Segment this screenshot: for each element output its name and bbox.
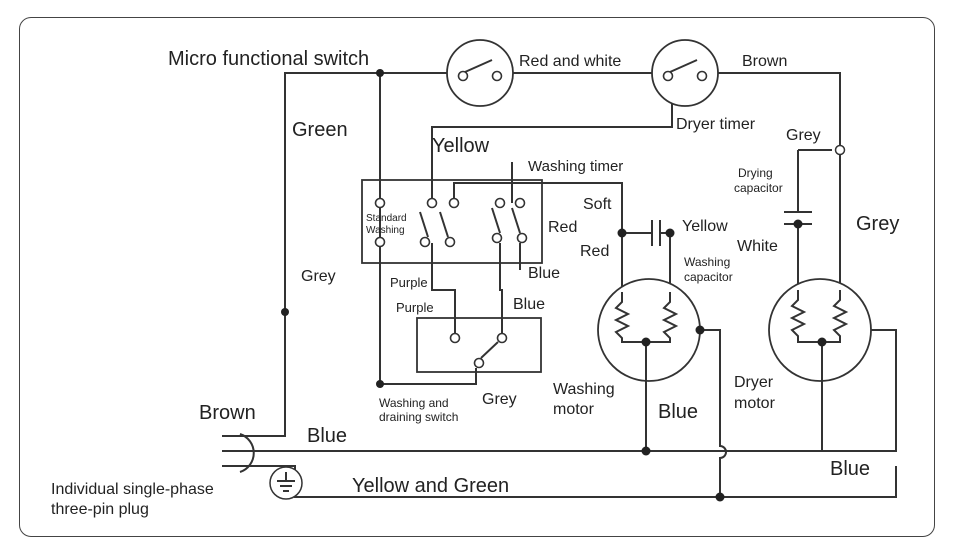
washing-timer-box[interactable] [361,179,543,264]
label-wash-drain-1: Washing and [379,396,449,410]
junctions [281,69,846,502]
label-blue-1: Blue [528,265,560,282]
label-blue-motor: Blue [658,401,698,423]
dryer-timer[interactable] [651,39,719,107]
label-washing-motor-1: Washing [553,381,615,398]
wire-yellow-green [240,465,897,498]
label-blue-plug: Blue [307,425,347,447]
wire-blue-neutral [240,329,897,452]
earth-icon [269,466,303,500]
label-red-1: Red [548,219,577,236]
label-grey-switch: Grey [482,391,517,408]
wire-motor-crossover [700,329,727,497]
label-micro-switch: Micro functional switch [168,48,369,70]
label-drying-capacitor-1: Drying [738,166,773,180]
diagram-frame [19,17,935,537]
washing-draining-switch[interactable] [416,317,542,373]
washing-motor [597,278,701,382]
wire-brown-plug [240,430,286,437]
micro-functional-switch[interactable] [446,39,514,107]
label-drying-capacitor-2: capacitor [734,181,783,195]
label-dryer-motor-2: motor [734,395,776,412]
wire-yellow [431,100,673,203]
label-yellow-green: Yellow and Green [352,475,509,497]
label-white: White [737,238,778,255]
label-washing-timer: Washing timer [528,158,623,175]
label-yellow-cap: Yellow [682,218,728,235]
wire-brown-top [716,72,841,290]
label-green: Green [292,119,348,141]
label-brown-plug: Brown [199,402,256,424]
label-blue-2: Blue [513,296,545,313]
label-dryer-motor-1: Dryer [734,374,774,391]
label-dryer-timer: Dryer timer [676,116,756,133]
label-soft: Soft [583,196,612,213]
label-red-and-white: Red and white [519,53,621,70]
dryer-motor [768,278,872,382]
label-washing-motor-2: motor [553,401,595,418]
label-red-2: Red [580,243,609,260]
label-plug-1: Individual single-phase [51,481,214,498]
wire-grey-switch [380,368,477,385]
label-washing-capacitor-2: capacitor [684,270,733,284]
label-grey-big: Grey [856,213,899,235]
label-standard-1: Standard [366,213,407,224]
label-yellow-top: Yellow [432,135,490,157]
label-purple-2: Purple [396,300,434,315]
three-pin-plug [222,433,255,473]
label-grey-right: Grey [786,127,821,144]
label-brown-top: Brown [742,53,787,70]
label-wash-drain-2: draining switch [379,410,458,424]
label-plug-2: three-pin plug [51,501,149,518]
label-blue-right: Blue [830,458,870,480]
label-grey-left: Grey [301,268,336,285]
wire-purple [431,243,456,335]
labels: Micro functional switch Red and white Br… [51,48,899,518]
washing-capacitor [651,220,661,246]
wire-blue-to-switch [499,243,503,335]
label-purple-1: Purple [390,275,428,290]
label-standard-2: Washing [366,225,405,236]
label-washing-capacitor-1: Washing [684,255,730,269]
